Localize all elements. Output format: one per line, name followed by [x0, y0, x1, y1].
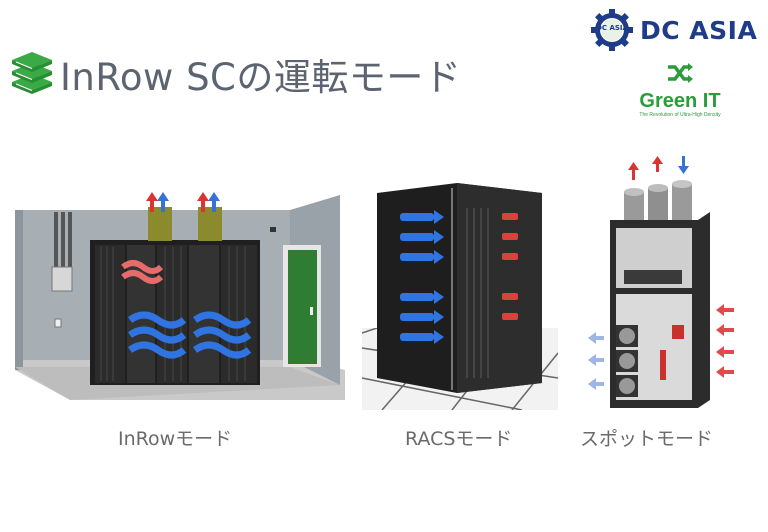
page-title: InRow SCの運転モード — [60, 56, 462, 99]
dc-asia-logo-text: DC ASIA — [640, 15, 758, 45]
caption-spot-mode: スポットモード — [580, 428, 714, 450]
stack-icon — [12, 52, 52, 94]
caption-inrow-mode: InRowモード — [118, 428, 233, 450]
dc-badge-top: DC ASIA — [596, 24, 628, 32]
green-it-logo-text: Green IT — [639, 90, 721, 112]
green-it-tagline: The Revolution of Ultra-High Density — [639, 112, 721, 118]
caption-racs-mode: RACSモード — [405, 428, 513, 450]
dc-asia-logo: DC ASIA DC ASIA — [590, 8, 762, 52]
slide-title-block: InRow SCの運転モード — [8, 48, 461, 100]
gear-icon: DC ASIA — [591, 9, 633, 51]
green-it-logo: Green IT The Revolution of Ultra-High De… — [620, 62, 740, 122]
spot-mode-image — [588, 156, 734, 408]
shuffle-icon — [668, 63, 693, 83]
racs-mode-image — [362, 178, 558, 410]
inrow-mode-image — [15, 192, 345, 400]
